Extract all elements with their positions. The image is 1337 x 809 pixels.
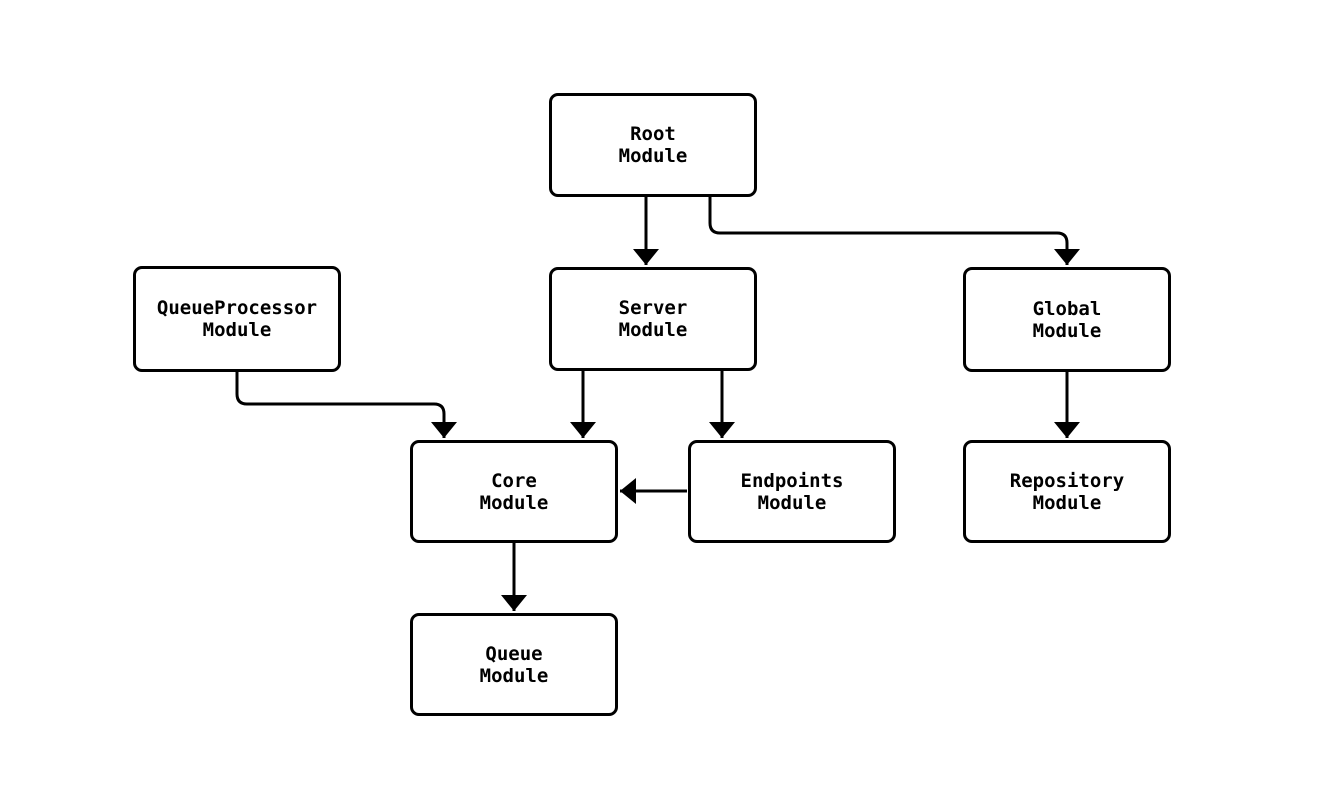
node-label: Core Module: [479, 469, 549, 514]
node-queue: Queue Module: [410, 613, 618, 716]
node-label: Global Module: [1032, 297, 1102, 342]
node-label: Repository Module: [1009, 469, 1125, 514]
edge-root-to-global: [708, 197, 1080, 265]
node-root: Root Module: [549, 93, 757, 197]
node-queueprocessor: QueueProcessor Module: [133, 266, 341, 372]
node-server: Server Module: [549, 267, 757, 371]
node-label: Root Module: [618, 123, 688, 167]
node-label: QueueProcessor Module: [156, 297, 318, 341]
node-label: Endpoints Module: [740, 469, 844, 514]
node-global: Global Module: [963, 267, 1171, 372]
node-label: Queue Module: [479, 642, 549, 687]
node-repository: Repository Module: [963, 440, 1171, 543]
node-core: Core Module: [410, 440, 618, 543]
edge-queueprocessor-to-core: [235, 372, 457, 438]
node-endpoints: Endpoints Module: [688, 440, 896, 543]
node-label: Server Module: [618, 297, 688, 341]
